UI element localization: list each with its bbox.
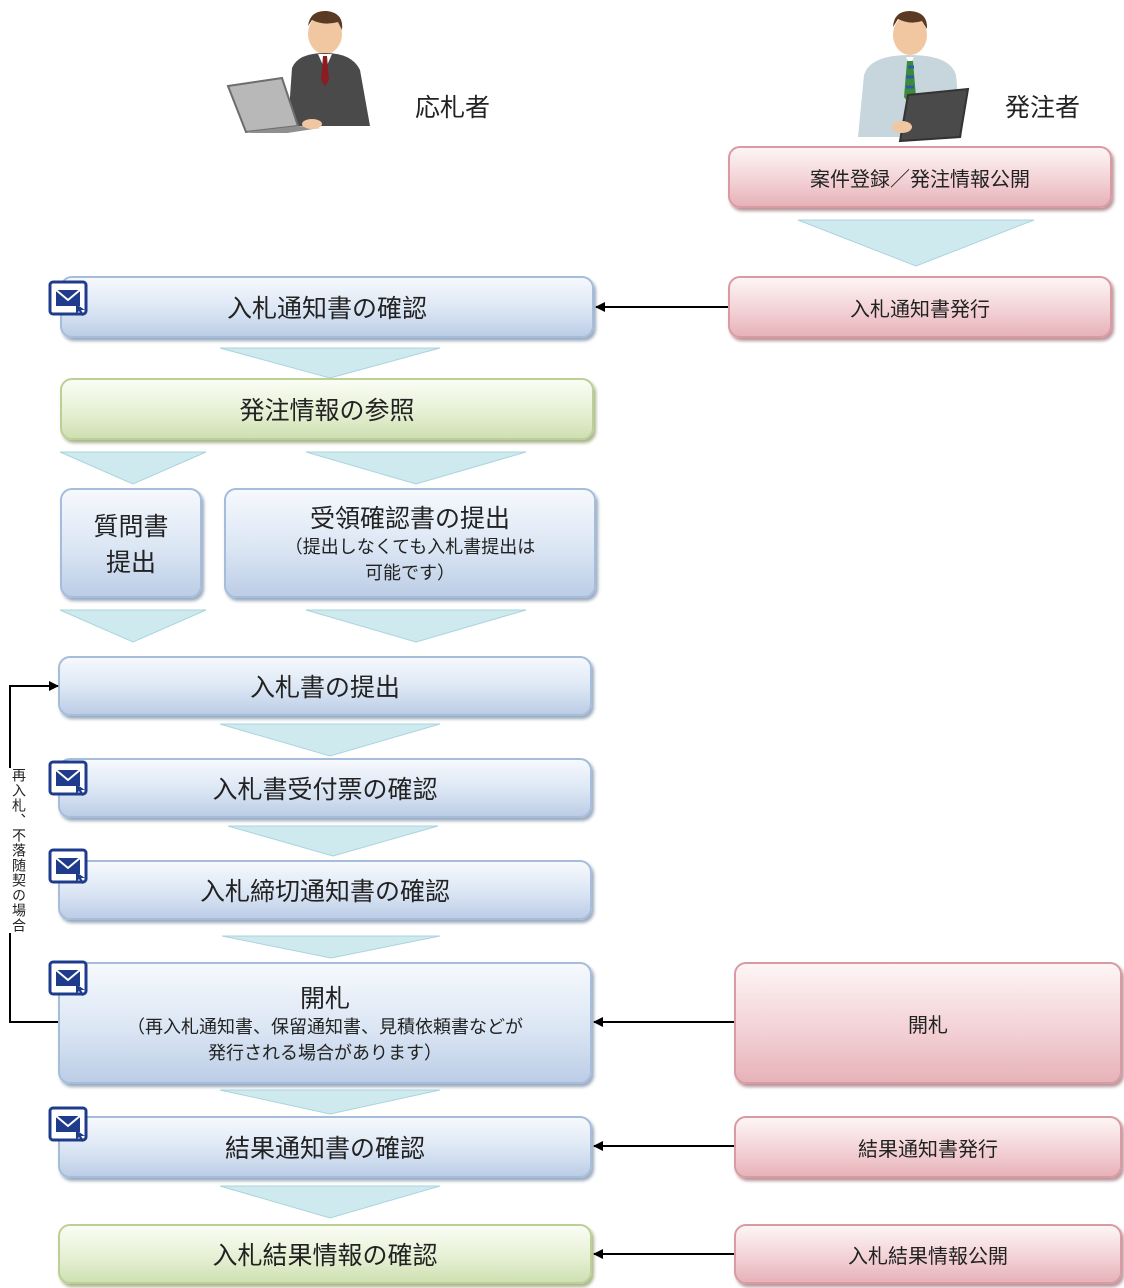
mail-icon <box>48 848 88 884</box>
orderer-register-text: 案件登録／発注情報公開 <box>810 166 1030 191</box>
orderer-result-issue-box: 結果通知書発行 <box>734 1116 1122 1178</box>
chevron-down-icon <box>227 825 439 857</box>
chevron-down-icon <box>219 1089 441 1115</box>
chevron-down-icon <box>221 935 441 959</box>
orderer-result-publish-box: 入札結果情報公開 <box>734 1224 1122 1284</box>
bidder-question-line1: 質問書 <box>93 512 169 541</box>
mail-icon <box>48 1106 88 1142</box>
chevron-down-icon <box>305 609 527 643</box>
bidder-notice-confirm-text: 入札通知書の確認 <box>226 294 427 323</box>
bidder-receipt-title: 受領確認書の提出 <box>309 504 510 533</box>
bidder-bid-receipt-confirm-text: 入札書受付票の確認 <box>212 775 438 804</box>
chevron-down-icon <box>219 723 441 757</box>
bidder-result-confirm-box: 結果通知書の確認 <box>58 1116 592 1178</box>
orderer-result-issue-text: 結果通知書発行 <box>858 1136 998 1161</box>
orderer-label: 発注者 <box>1005 93 1081 122</box>
chevron-down-icon <box>59 451 207 485</box>
bidder-open-box: 開札 （再入札通知書、保留通知書、見積依頼書などが 発行される場合があります） <box>58 962 592 1084</box>
bidder-deadline-confirm-text: 入札締切通知書の確認 <box>199 877 450 906</box>
bidder-result-info-confirm-box: 入札結果情報の確認 <box>58 1224 592 1284</box>
bidder-open-title: 開札 <box>299 984 350 1013</box>
bidder-result-confirm-text: 結果通知書の確認 <box>224 1134 425 1163</box>
bidder-bid-submit-box: 入札書の提出 <box>58 656 592 716</box>
chevron-down-icon <box>59 609 207 643</box>
orderer-person-laptop-icon <box>858 11 970 143</box>
bidder-open-note1: （再入札通知書、保留通知書、見積依頼書などが <box>127 1017 523 1038</box>
mail-icon <box>48 960 88 996</box>
bidder-info-view-box: 発注情報の参照 <box>60 378 594 440</box>
mail-icon <box>48 280 88 316</box>
chevron-down-icon <box>219 1185 441 1219</box>
bidder-person-laptop-icon <box>226 10 370 133</box>
bidder-bid-submit-text: 入札書の提出 <box>249 673 400 702</box>
chevron-down-icon <box>797 219 1035 267</box>
bidder-receipt-box: 受領確認書の提出 （提出しなくても入札書提出は 可能です） <box>224 488 596 598</box>
bidder-deadline-confirm-box: 入札締切通知書の確認 <box>58 860 592 920</box>
mail-icon <box>48 760 88 796</box>
bidder-receipt-note1: （提出しなくても入札書提出は <box>284 537 536 558</box>
bidder-bid-receipt-confirm-box: 入札書受付票の確認 <box>58 758 592 818</box>
orderer-open-box: 開札 <box>734 962 1122 1084</box>
bidder-question-box: 質問書 提出 <box>60 488 202 598</box>
bidder-open-note2: 発行される場合があります） <box>208 1043 442 1064</box>
bidder-receipt-note2: 可能です） <box>365 563 455 584</box>
bidder-notice-confirm-box: 入札通知書の確認 <box>60 276 594 338</box>
bidder-info-view-text: 発注情報の参照 <box>239 396 415 425</box>
chevron-down-icon <box>305 451 527 485</box>
orderer-open-text: 開札 <box>908 1012 948 1037</box>
chevron-down-icon <box>219 347 441 379</box>
bidder-question-line2: 提出 <box>105 548 156 577</box>
orderer-result-publish-text: 入札結果情報公開 <box>848 1243 1008 1268</box>
bidder-label: 応札者 <box>415 93 491 122</box>
orderer-notice-issue-box: 入札通知書発行 <box>728 276 1112 338</box>
orderer-notice-issue-text: 入札通知書発行 <box>850 296 990 321</box>
bidder-result-info-confirm-text: 入札結果情報の確認 <box>212 1241 438 1270</box>
orderer-register-box: 案件登録／発注情報公開 <box>728 146 1112 208</box>
rebid-loop-label: 再入札、不落随契の場合 <box>8 768 28 933</box>
